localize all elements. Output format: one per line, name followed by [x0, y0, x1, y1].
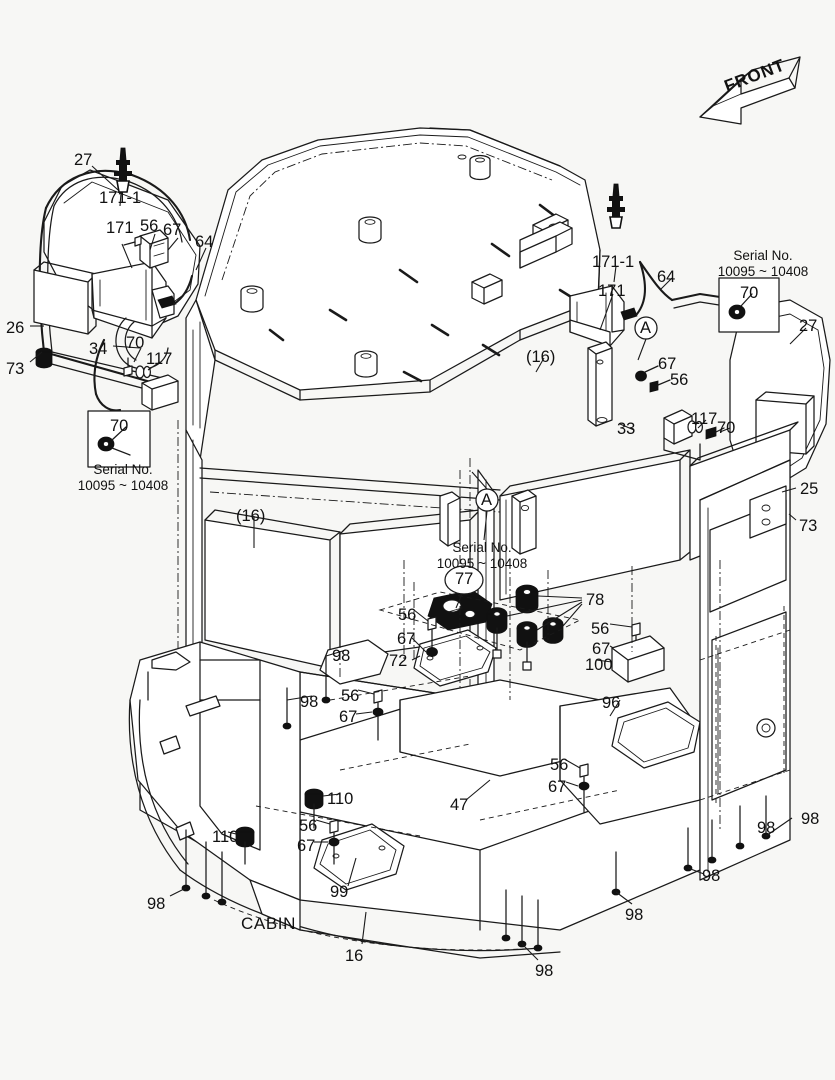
- part-callout-56: 56: [140, 217, 159, 235]
- part-callout-16: (16): [236, 507, 266, 525]
- bulb-icon-left: [114, 147, 132, 193]
- roof-boss: [240, 285, 264, 313]
- part-callout-171-1: 171-1: [592, 253, 635, 271]
- bolt: [649, 379, 671, 393]
- part-callout-171: 171: [106, 219, 134, 237]
- part-callout-56: 56: [670, 371, 689, 389]
- rear-right-body: [699, 459, 791, 881]
- bolt: [97, 426, 131, 456]
- part-callout-67: 67: [658, 355, 677, 373]
- part-callout-78: 78: [586, 591, 605, 609]
- bolt: [635, 365, 659, 382]
- part-callout-100: 100: [585, 656, 613, 674]
- roof-boss: [358, 216, 382, 244]
- part-callout-171-1: 171-1: [99, 189, 142, 207]
- part-callout-33: 33: [617, 420, 636, 438]
- part-callout-56: 56: [591, 620, 610, 638]
- part-callout-98: 98: [332, 647, 351, 665]
- bulb-icon-right: [607, 183, 625, 229]
- serial-note-right: Serial No. 10095 ~ 10408: [690, 248, 835, 281]
- part-callout-67: 67: [397, 630, 416, 648]
- part-callout-73: 73: [799, 517, 818, 535]
- part-callout-73: 73: [6, 360, 25, 378]
- part-callout-98: 98: [300, 693, 319, 711]
- cap: [35, 347, 53, 369]
- part-callout-67: 67: [163, 221, 182, 239]
- bolt: [123, 235, 142, 247]
- part-callout-72: 72: [389, 652, 408, 670]
- bolt: [705, 426, 725, 440]
- part-callout-27: 27: [799, 317, 818, 335]
- serial-note-center: Serial No. 10095 ~ 10408: [416, 540, 548, 573]
- serial-line1: Serial No.: [733, 248, 793, 263]
- part-callout-16: (16): [526, 348, 556, 366]
- part-callout-67: 67: [592, 640, 611, 658]
- part-callout-98: 98: [625, 906, 644, 924]
- part-callout-16: 16: [345, 947, 364, 965]
- front-cowl: [128, 641, 561, 959]
- part-callout-47: 47: [450, 796, 469, 814]
- serial-box-right: [718, 277, 780, 333]
- serial-line2: 10095 ~ 10408: [717, 264, 809, 280]
- callout-circled-77: 77: [455, 570, 474, 588]
- part-callout-67: 67: [548, 778, 567, 796]
- roof-bracket: [519, 221, 573, 269]
- callout-letter-a-center: A: [481, 491, 493, 509]
- part-callout-70: 70: [717, 419, 736, 437]
- serial-line2: 10095 ~ 10408: [77, 478, 169, 494]
- serial-box-left: [87, 410, 151, 468]
- part-callout-64: 64: [657, 268, 676, 286]
- part-callout-98: 98: [702, 867, 721, 885]
- serial-box-left-item: 70: [110, 417, 129, 435]
- part-callout-98: 98: [147, 895, 166, 913]
- rubber-mount-78: [515, 584, 539, 614]
- part-callout-26: 26: [6, 319, 25, 337]
- cabin-title: CABIN: [241, 914, 296, 933]
- part-callout-96: 96: [602, 694, 621, 712]
- bolt: [728, 293, 753, 320]
- serial-line2: 10095 ~ 10408: [436, 556, 528, 572]
- part-callout-25: 25: [800, 480, 819, 498]
- callout-77: [444, 565, 484, 609]
- serial-line1: Serial No.: [93, 462, 153, 477]
- part-callout-171: 171: [598, 282, 626, 300]
- roof-bracket: [471, 273, 503, 305]
- front-direction-arrow: [699, 56, 801, 125]
- serial-box-right-item: 70: [740, 284, 759, 302]
- part-callout-56: 56: [341, 687, 360, 705]
- serial-note-left: Serial No. 10095 ~ 10408: [63, 462, 183, 495]
- part-callout-56: 56: [299, 817, 318, 835]
- roof-boss: [354, 350, 378, 378]
- grommet-110: [304, 788, 324, 829]
- roof-boss: [469, 154, 491, 181]
- part-callout-117: 117: [691, 410, 718, 428]
- part-callout-98: 98: [757, 819, 776, 837]
- part-callout-98: 98: [535, 962, 554, 980]
- left-mirror-assembly: [33, 169, 201, 412]
- part-callout-117: 117: [146, 350, 173, 368]
- part-callout-27: 27: [74, 151, 93, 169]
- part-callout-110: 110: [212, 828, 239, 846]
- serial-line1: Serial No.: [452, 540, 512, 555]
- part-callout-56: 56: [398, 606, 417, 624]
- grommet-110: [235, 826, 255, 865]
- cab-body: [177, 420, 799, 760]
- bolt: [123, 357, 133, 377]
- part-callout-64: 64: [195, 233, 214, 251]
- rubber-mount-78: [486, 607, 508, 659]
- callout-letter-a-right: A: [640, 319, 652, 337]
- part-callout-110: 110: [327, 790, 354, 808]
- rubber-mount-78: [516, 621, 538, 671]
- part-callout-67: 67: [339, 708, 358, 726]
- part-callout-67: 67: [297, 837, 316, 855]
- fasteners: [169, 609, 793, 961]
- washer: [135, 365, 152, 379]
- part-callout-56: 56: [550, 756, 569, 774]
- part-callout-99: 99: [330, 883, 349, 901]
- part-callout-98: 98: [801, 810, 820, 828]
- part-callout-70: 70: [126, 334, 145, 352]
- part-callout-34: 34: [89, 340, 108, 358]
